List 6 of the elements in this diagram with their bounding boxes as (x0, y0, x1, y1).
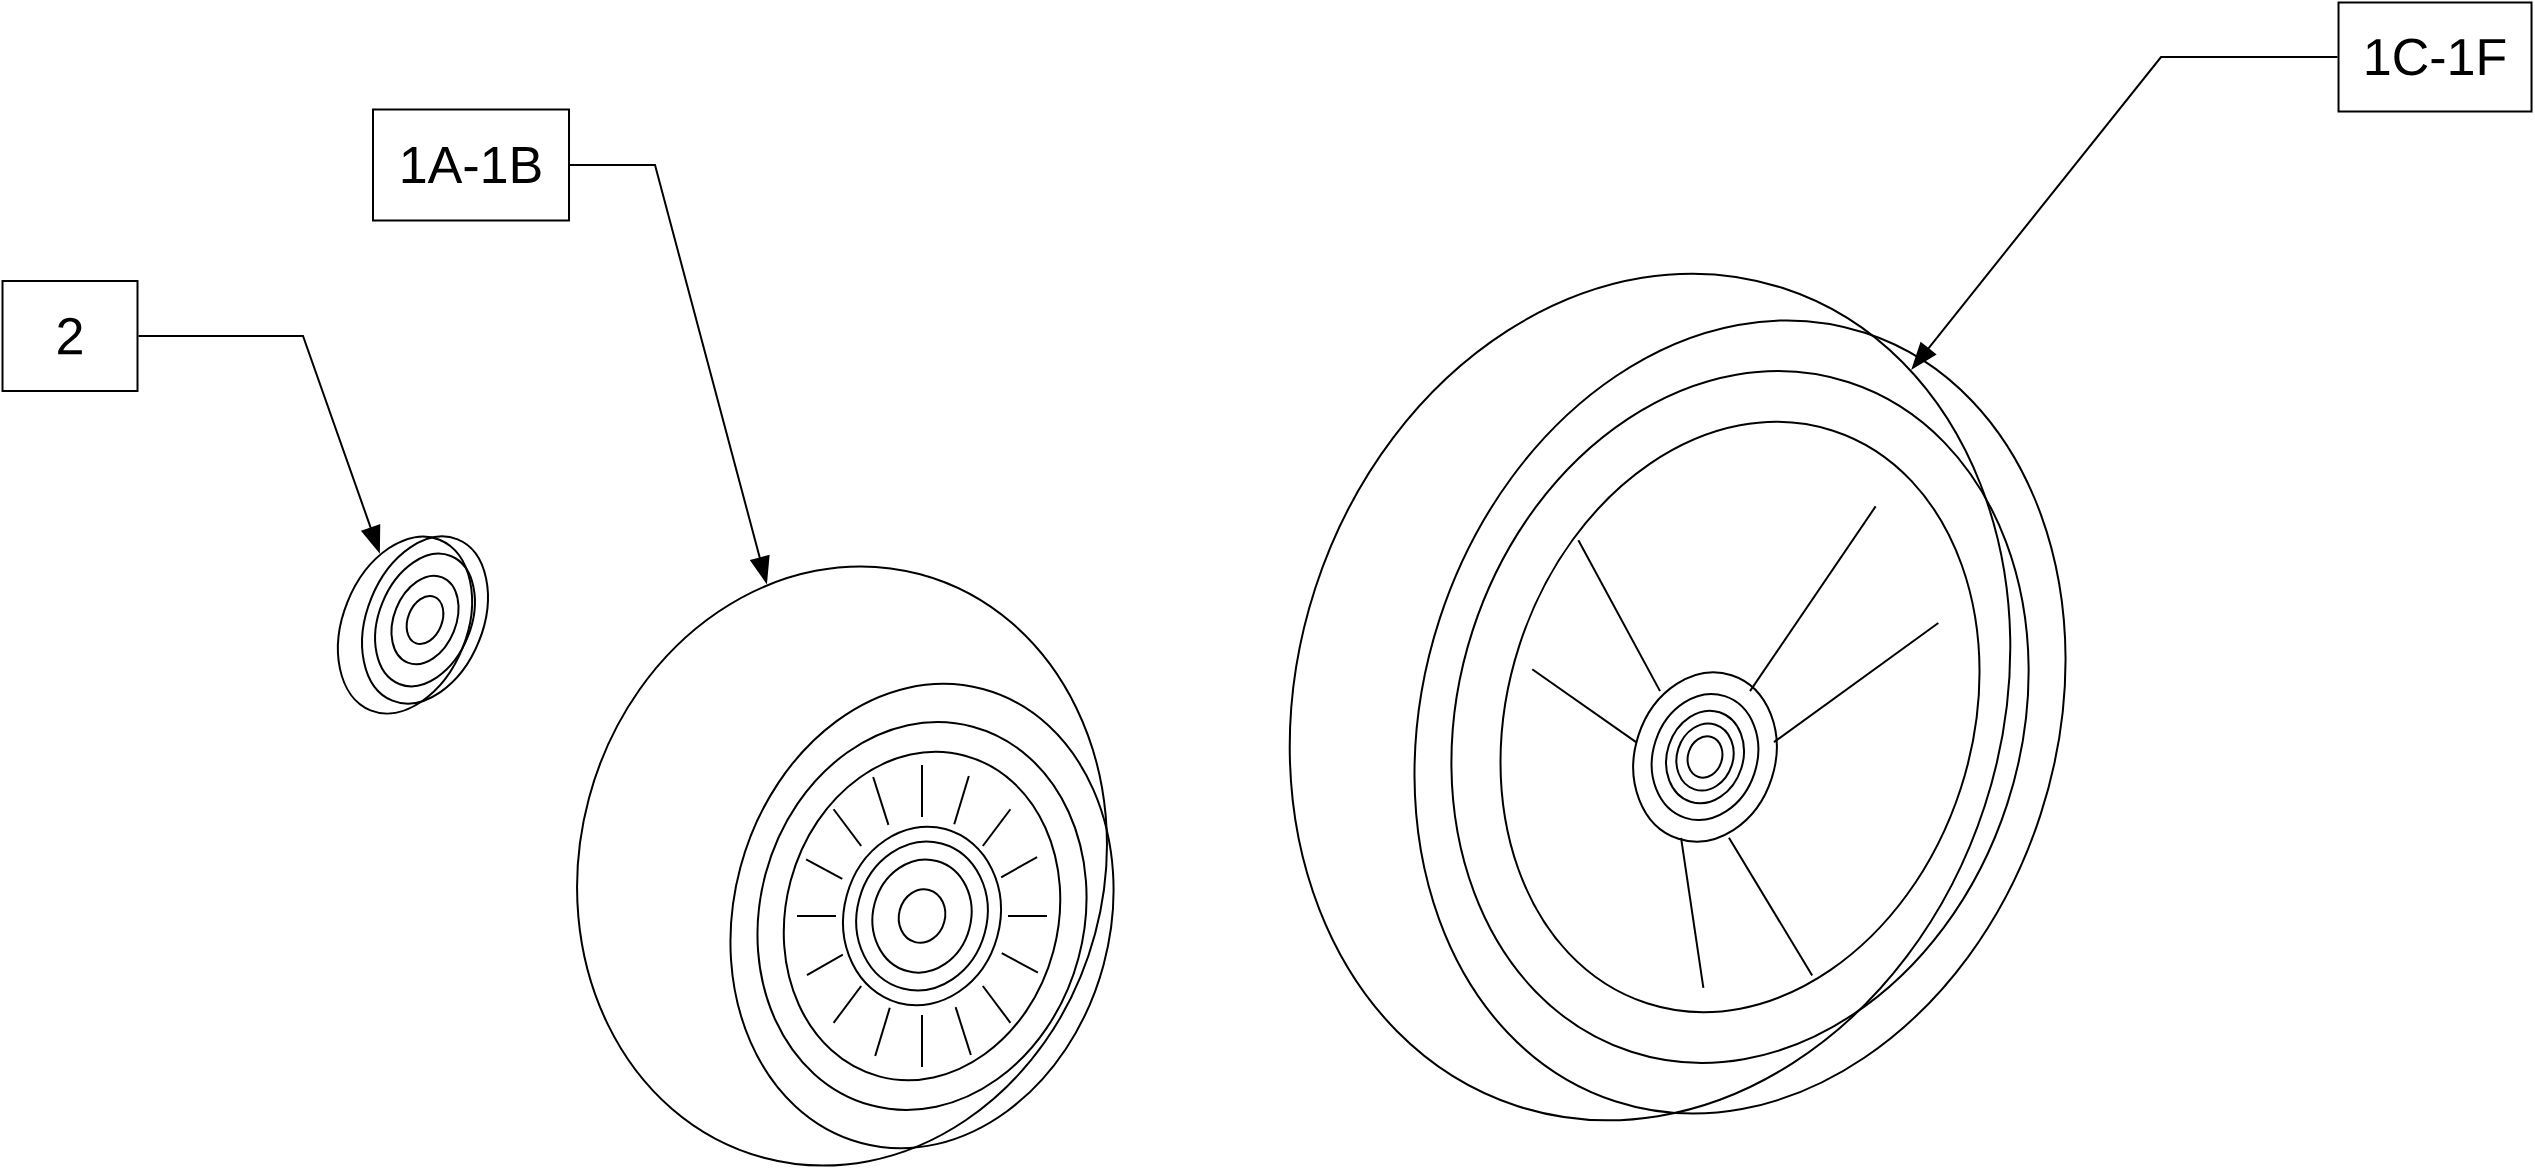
callout-box: 2 (1, 280, 139, 392)
callout-box: 1C-1F (2337, 1, 2533, 113)
wheel-drawing (576, 565, 1115, 1167)
bearing-drawing (337, 535, 489, 715)
wheel-drawing (1288, 272, 2067, 1122)
callout-box: 1A-1B (372, 108, 570, 222)
